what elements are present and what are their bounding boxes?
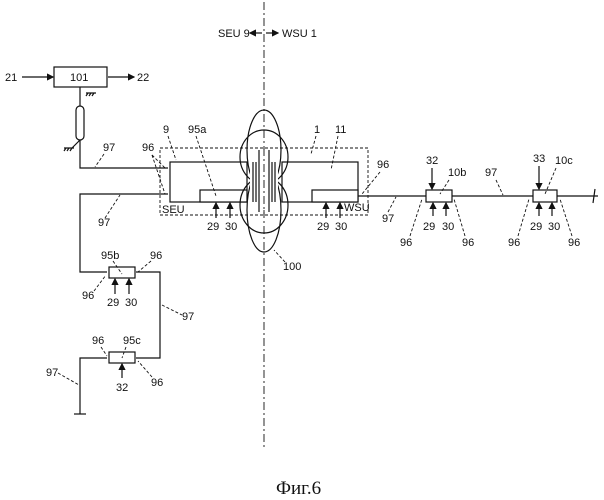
leader-line [95,154,104,167]
leader-line [138,261,151,272]
leader-line [311,136,316,154]
reference-label: 97 [485,167,497,179]
reference-label: 30 [442,221,454,233]
reference-label: 96 [92,335,104,347]
reference-label: 11 [335,124,346,136]
reference-label: 29 [317,221,329,233]
reference-label: SEU [162,204,185,216]
ground-icon [86,93,96,96]
reference-label: 32 [426,155,438,167]
leader-line [454,199,465,236]
reference-label: 97 [98,217,110,229]
leader-line [274,250,285,262]
leader-line [94,275,106,291]
figure-caption: Фиг.6 [276,478,321,499]
reference-label: 30 [225,221,237,233]
leader-line [58,373,79,385]
label-21: 21 [5,72,17,84]
reference-label: 96 [462,237,474,249]
direction-right: WSU 1 [282,28,317,40]
reference-label: 32 [116,382,128,394]
module-wsu [312,190,358,202]
leader-line [162,305,182,315]
leader-line [168,136,176,160]
reference-label: 96 [400,237,412,249]
reference-label: 96 [568,237,580,249]
reference-label: 10c [555,155,573,167]
reference-label: 96 [150,250,162,262]
reference-label: WSU [344,202,370,214]
reference-label: 97 [46,367,58,379]
reference-label: 97 [382,213,394,225]
connector-line [80,140,168,168]
leader-line [152,155,165,194]
reference-label: 30 [548,221,560,233]
reference-label: 95a [188,124,207,136]
reference-label: 30 [335,221,347,233]
reference-label: 29 [423,221,435,233]
reference-label: 33 [533,153,545,165]
reference-label: 29 [207,221,219,233]
coax-cable [76,106,84,140]
ground-icon [64,140,80,151]
leader-line [388,197,396,212]
reference-label: 29 [107,297,119,309]
reference-label: 95c [123,335,141,347]
reference-label: 29 [530,221,542,233]
reference-label: 1 [314,124,320,136]
direction-left: SEU 9 [218,28,250,40]
leader-line [560,199,572,236]
leader-line [105,195,120,218]
module-10c [533,190,557,202]
leader-line [362,172,380,194]
connector-line [80,358,107,414]
leader-line [518,199,529,236]
reference-label: 9 [163,124,169,136]
reference-label: 96 [377,159,389,171]
label-22: 22 [137,72,149,84]
leader-line [496,180,503,195]
reference-label: 96 [151,377,163,389]
reference-label: 97 [103,142,115,154]
leader-line [410,199,422,236]
reference-label: 96 [508,237,520,249]
reference-label: 10b [448,167,466,179]
leader-line [138,361,152,377]
module-95b [109,267,135,278]
reference-label: 100 [283,261,301,273]
reference-label: 97 [182,311,194,323]
label-101: 101 [70,72,88,84]
reference-label: 96 [82,290,94,302]
leader-line [101,347,107,356]
reference-label: 30 [125,297,137,309]
module-10b [426,190,452,202]
reference-label: 96 [142,142,154,154]
reference-label: 95b [101,250,119,262]
